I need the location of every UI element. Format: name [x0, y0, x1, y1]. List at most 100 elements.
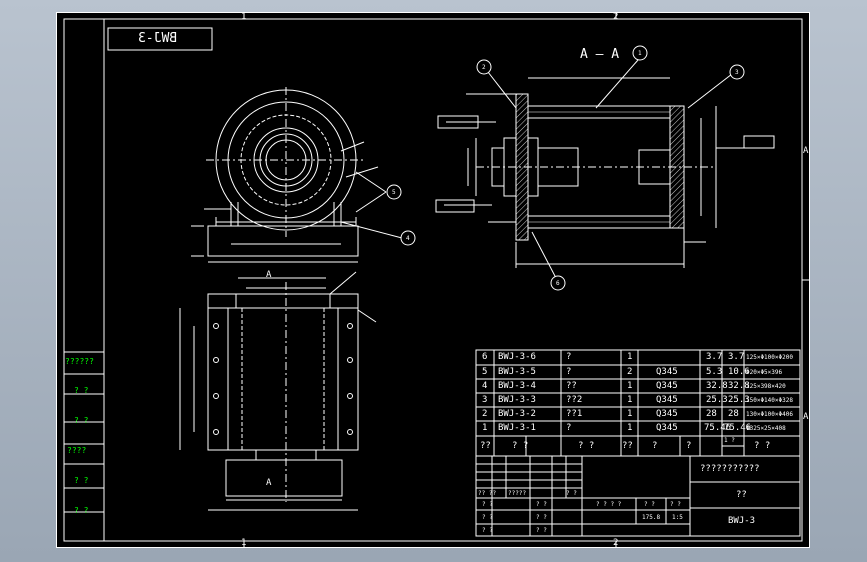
part-name: ?	[566, 352, 572, 362]
scale-label: ? ?	[670, 501, 681, 508]
header-name: ? ?	[578, 441, 595, 451]
balloon-label-3: 3	[735, 69, 739, 76]
drawing-sheet: 1 2 1 2 A A BWJ-3 A — A A A 1 2 3 4 5 6 …	[56, 12, 810, 548]
part-no: 1	[482, 423, 488, 433]
balloon-label-6: 6	[556, 280, 560, 287]
part-material: Q345	[656, 381, 678, 391]
part-total-weight: 28	[728, 409, 739, 419]
balloon-label-1: 1	[638, 50, 642, 57]
part-unit-weight: 25.3	[706, 395, 728, 405]
section-a-a	[435, 59, 775, 279]
part-no: 2	[482, 409, 488, 419]
part-unit-weight: 32.8	[706, 381, 728, 391]
zone-label-bottom-left: 1	[241, 538, 247, 548]
left-strip-label-6: ? ?	[74, 506, 89, 515]
zone-label-right-bottom: A	[803, 412, 809, 422]
balloon-1	[632, 45, 648, 61]
sign-row-7: ? ?	[536, 514, 547, 521]
part-qty: 2	[627, 367, 633, 377]
part-material: Q345	[656, 367, 678, 377]
part-unit-weight: 28	[706, 409, 717, 419]
part-code: BWJ-3-4	[498, 381, 536, 391]
sign-row-4: ? ?	[482, 501, 493, 508]
part-spec: Φ325×25×408	[746, 425, 786, 432]
zone-label-bottom-right: 2	[613, 538, 619, 548]
part-name: ?	[566, 367, 572, 377]
part-total-weight: 25.3	[728, 395, 750, 405]
section-label: A — A	[580, 47, 620, 62]
balloon-4	[400, 230, 416, 246]
part-qty: 1	[627, 409, 633, 419]
left-strip-label-2: ? ?	[74, 386, 89, 395]
left-strip-label-4: ????	[67, 446, 87, 455]
sign-row-2: ?????	[508, 490, 527, 497]
part-qty: 1	[627, 395, 633, 405]
part-code: BWJ-3-3	[498, 395, 536, 405]
part-material: Q345	[656, 423, 678, 433]
part-code: BWJ-3-5	[498, 367, 536, 377]
header-qty: ??	[622, 441, 633, 451]
part-qty: 1	[627, 352, 633, 362]
part-code: BWJ-3-2	[498, 409, 536, 419]
left-strip-label-3: ? ?	[74, 416, 89, 425]
zone-label-top-left: 1	[241, 12, 247, 22]
part-unit-weight: 75.46	[704, 423, 732, 433]
sign-row-3: ? ?	[566, 490, 577, 497]
balloon-5	[386, 184, 402, 200]
front-view	[191, 87, 403, 263]
part-total-weight: 75.46	[724, 423, 752, 433]
header-code: ? ?	[512, 441, 529, 451]
view-arrow-label-bottom: A	[266, 478, 272, 488]
part-spec: Φ20×Φ5×396	[746, 369, 783, 376]
part-material: Q345	[656, 409, 678, 419]
part-material: Q345	[656, 395, 678, 405]
weight-label: ? ?	[644, 501, 655, 508]
scale-value: 1:5	[672, 514, 683, 521]
zone-label-top-right: 2	[613, 12, 619, 22]
parts-list-grid	[475, 349, 801, 457]
balloon-label-4: 4	[406, 235, 410, 242]
part-spec: 125×398×420	[746, 383, 786, 390]
left-strip-label-1: ??????	[65, 357, 94, 366]
balloon-label-2: 2	[482, 64, 486, 71]
header-material: ?	[652, 441, 658, 451]
part-no: 5	[482, 367, 488, 377]
sign-row-6: ? ?	[482, 514, 493, 521]
part-name: ??	[566, 381, 577, 391]
title-block-grid	[475, 455, 801, 537]
top-view	[179, 271, 377, 511]
zone-label-right-top: A	[803, 146, 809, 156]
part-name: ??2	[566, 395, 583, 405]
part-unit-weight: 5.3	[706, 367, 723, 377]
part-unit-weight: 3.7	[706, 352, 723, 362]
mirrored-title-box: BWJ-3	[138, 31, 178, 46]
part-no: 4	[482, 381, 488, 391]
view-arrow-label-top: A	[266, 270, 272, 280]
weight-value: 175.8	[642, 514, 661, 521]
outer-frame	[56, 12, 810, 548]
part-no: 3	[482, 395, 488, 405]
sign-row-5: ? ?	[536, 501, 547, 508]
header-note: ? ?	[754, 441, 771, 451]
sign-row-1: ?? ??	[478, 490, 497, 497]
part-total-weight: 10.6	[728, 367, 750, 377]
part-code: BWJ-3-1	[498, 423, 536, 433]
part-no: 6	[482, 352, 488, 362]
material-field: ??	[736, 490, 747, 500]
sign-row-9: ? ?	[536, 527, 547, 534]
part-qty: 1	[627, 381, 633, 391]
part-name: ?	[566, 423, 572, 433]
drawing-title: ???????????	[700, 464, 760, 474]
inner-frame	[63, 18, 803, 542]
part-name: ??1	[566, 409, 583, 419]
part-qty: 1	[627, 423, 633, 433]
balloon-3	[729, 64, 745, 80]
drawing-number: BWJ-3	[728, 516, 756, 526]
header-no: ??	[480, 441, 491, 451]
part-code: BWJ-3-6	[498, 352, 536, 362]
balloon-6	[550, 275, 566, 291]
part-spec: 150×Φ140×Φ328	[746, 397, 793, 404]
sign-row-8: ? ?	[482, 527, 493, 534]
stage-label: ? ? ? ?	[596, 501, 622, 508]
cad-drawing-canvas	[56, 12, 810, 548]
